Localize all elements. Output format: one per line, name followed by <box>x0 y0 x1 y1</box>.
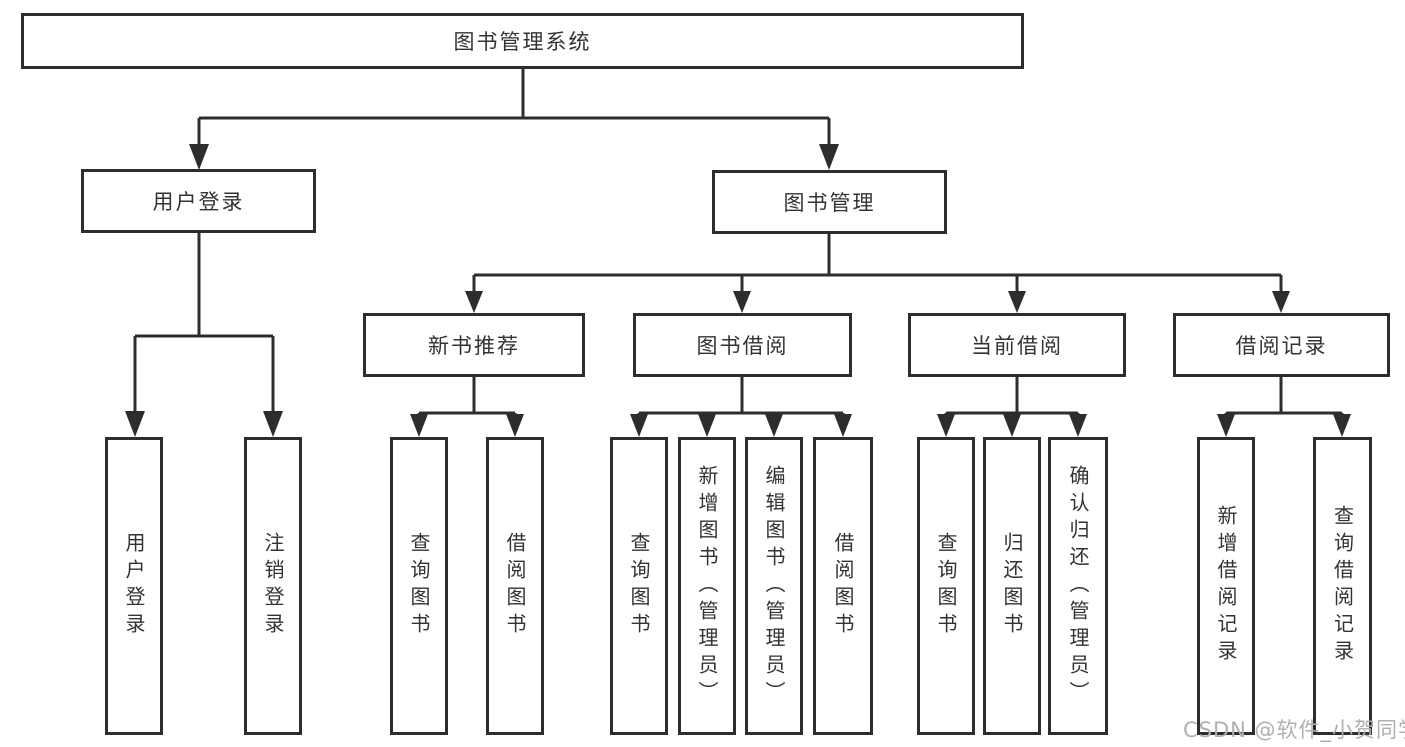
leaf-query-books: 查询图书 <box>610 437 668 735</box>
csdn-watermark: CSDN @软件_小贺同学 <box>1183 718 1405 742</box>
node-book-management: 图书管理 <box>712 170 947 234</box>
leaf-user-login: 用户登录 <box>105 437 163 735</box>
node-current-borrow: 当前借阅 <box>908 313 1126 377</box>
leaf-borrow-books: 借阅图书 <box>813 437 873 735</box>
leaf-add-books-admin: 新增图书（管理员） <box>678 437 736 735</box>
leaf-add-borrow-record: 新增借阅记录 <box>1197 437 1255 735</box>
leaf-edit-books-admin: 编辑图书（管理员） <box>745 437 803 735</box>
leaf-confirm-return-admin: 确认归还（管理员） <box>1048 437 1108 735</box>
leaf-borrow-books: 借阅图书 <box>486 437 544 735</box>
leaf-query-books: 查询图书 <box>390 437 448 735</box>
leaf-query-borrow-record: 查询借阅记录 <box>1313 437 1372 735</box>
leaf-logout: 注销登录 <box>244 437 302 735</box>
node-user-login: 用户登录 <box>81 169 316 233</box>
node-book-borrow: 图书借阅 <box>633 313 852 377</box>
node-new-book-recommend: 新书推荐 <box>363 313 585 377</box>
leaf-query-books: 查询图书 <box>917 437 975 735</box>
node-borrow-records: 借阅记录 <box>1173 313 1390 377</box>
node-root-system: 图书管理系统 <box>21 13 1024 69</box>
leaf-return-books: 归还图书 <box>983 437 1041 735</box>
